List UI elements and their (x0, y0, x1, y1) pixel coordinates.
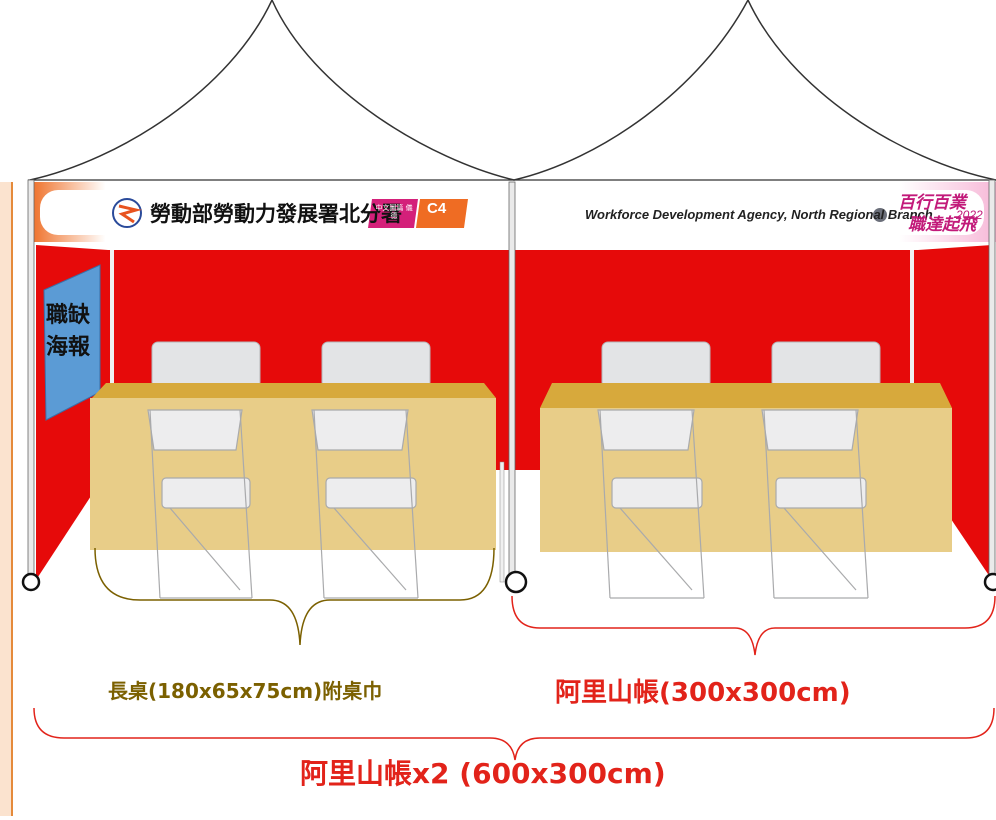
table-brace (94, 547, 495, 646)
total-brace (33, 707, 995, 761)
category-badge (368, 199, 418, 228)
event-logo-line2: 職達起飛 (908, 215, 976, 235)
event-logo-line1: 百行百業 (898, 193, 966, 213)
booth-code-badge (416, 199, 468, 228)
left-edge-strip (0, 182, 12, 816)
folding-chair-icon (601, 341, 711, 389)
poster-label-line2: 海報 (46, 335, 91, 360)
booth-code: C4 (427, 200, 447, 217)
folding-chair-icon (147, 409, 253, 599)
folding-chair-icon (761, 409, 869, 599)
agency-name-zh: 勞動部勞動力發展署北分署 (150, 202, 402, 226)
table-annotation: 長桌(180x65x75cm)附桌巾 (108, 679, 383, 703)
event-logo-year: 2022 (956, 208, 983, 222)
poster-label-line1: 職缺 (46, 303, 91, 328)
folding-chair-icon (151, 341, 261, 389)
agency-name-en: Workforce Development Agency, North Regi… (585, 207, 933, 222)
total-tent-annotation: 阿里山帳x2 (600x300cm) (300, 757, 666, 790)
agency-logo-icon (112, 198, 142, 228)
single-tent-brace (511, 595, 996, 656)
table-right (540, 383, 952, 552)
event-small-icon (873, 208, 887, 222)
category-badge-text: 中文圖篇 儀德 (375, 204, 413, 220)
folding-chair-icon (321, 341, 431, 389)
tent-roof (29, 0, 996, 181)
single-tent-annotation: 阿里山帳(300x300cm) (555, 678, 851, 708)
poster-label: 職缺 海報 (46, 300, 106, 380)
folding-chair-icon (311, 409, 419, 599)
table-left (90, 383, 496, 550)
folding-chair-icon (771, 341, 881, 389)
folding-chair-icon (597, 409, 705, 599)
